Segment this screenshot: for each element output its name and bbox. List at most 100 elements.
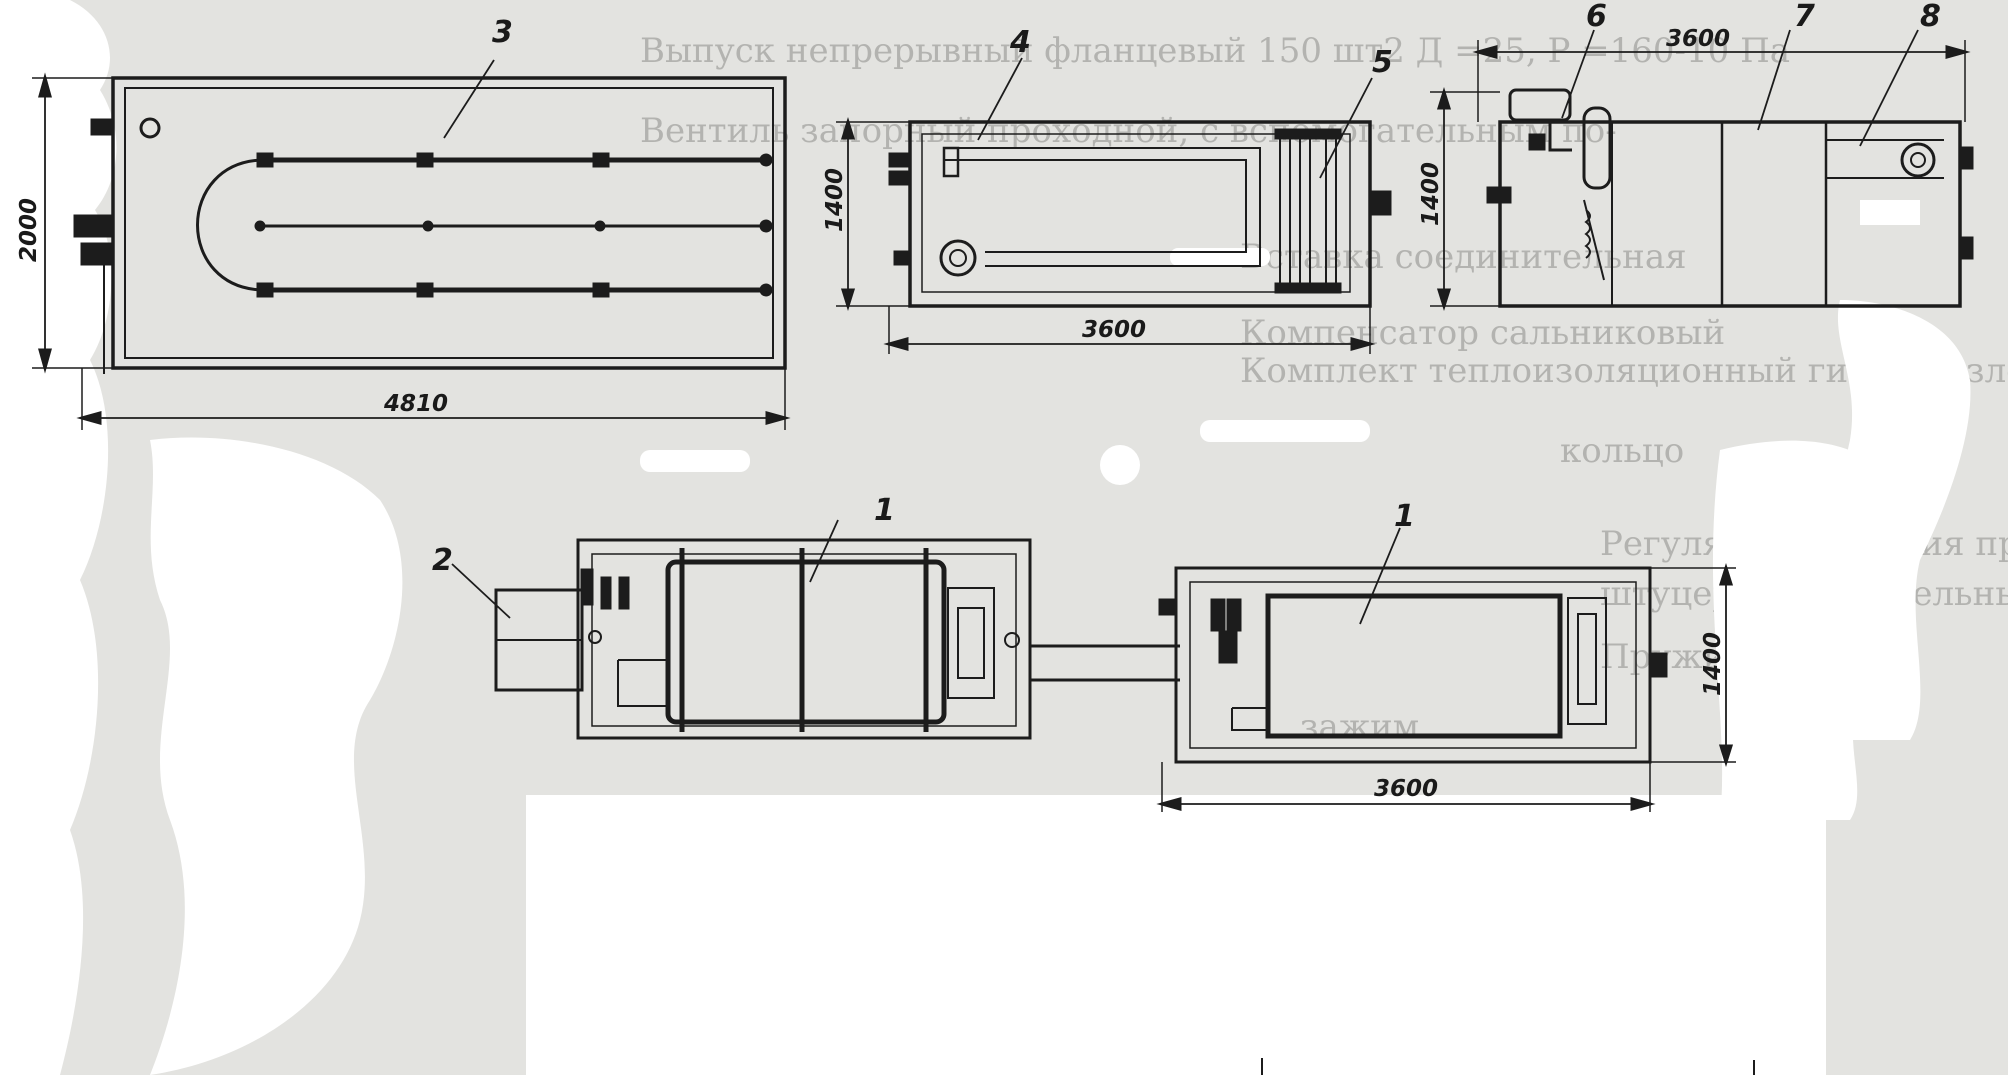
- dimension-label: 3600: [1082, 317, 1146, 343]
- top-right-elevation-view: [1430, 29, 1974, 312]
- heater-tube-bend: [196, 158, 266, 292]
- drain-hole-icon: [139, 117, 161, 139]
- nozzle: [893, 250, 912, 266]
- dim-arrow: [1350, 337, 1376, 351]
- bottom-right-plan-view: [1156, 527, 1736, 812]
- nozzle: [888, 152, 912, 168]
- dimension-label: 4810: [383, 391, 448, 417]
- dim-arrow: [1156, 797, 1182, 811]
- connector: [600, 576, 612, 610]
- dimension-label: 2000: [16, 198, 42, 262]
- coil-header: [942, 146, 960, 178]
- tube-end: [759, 283, 773, 297]
- inner-frame: [1189, 581, 1637, 749]
- connector: [1218, 630, 1238, 664]
- dim-arrow: [1718, 744, 1734, 768]
- inlet-nozzle: [73, 214, 115, 238]
- bottom-left-plan-view: [451, 519, 1180, 740]
- callout-number: 5: [1372, 45, 1393, 80]
- item-1-block: [665, 559, 947, 725]
- top-middle-section-view: [836, 57, 1392, 354]
- leader-line: [1757, 29, 1791, 131]
- connector: [1210, 598, 1226, 632]
- tube-node: [594, 220, 606, 232]
- bg-text-line-1: Выпуск непрерывный фланцевый 150 шт2 Д =…: [640, 31, 1790, 71]
- pipe-run: [1231, 707, 1268, 731]
- item-6-cylinder: [1582, 106, 1612, 190]
- callout-number: 4: [1009, 25, 1031, 60]
- connector: [1226, 598, 1242, 632]
- item-7-housing: [1720, 120, 1828, 308]
- top-left-plan-view: [32, 59, 791, 430]
- dim-arrow: [38, 72, 52, 98]
- coil-return-bend: [939, 239, 977, 277]
- item-8-bend: [1910, 152, 1926, 168]
- bg-text-line-8: зажим: [1300, 707, 1419, 747]
- side-chamber: [957, 607, 985, 679]
- item-6-stem: [1583, 199, 1605, 281]
- callout-number: 8: [1920, 0, 1941, 34]
- nozzle: [1368, 190, 1392, 216]
- dimension-label: 1400: [1700, 632, 1726, 696]
- item-6-valve-head: [1508, 88, 1572, 122]
- callout-number: 1: [1394, 499, 1415, 534]
- bg-text-line-10: кольцо: [1560, 431, 1684, 471]
- coil-return-bend: [949, 249, 967, 267]
- nozzle: [1486, 186, 1512, 204]
- post-cap: [1274, 282, 1342, 294]
- post-cap: [1274, 128, 1342, 140]
- support-clamp: [592, 152, 610, 168]
- edge-marks: [1261, 1058, 1755, 1075]
- item-6-pipe: [1548, 120, 1572, 152]
- fitting-icon: [588, 630, 602, 644]
- leader-line: [977, 57, 1023, 141]
- callout-number: 2: [432, 543, 453, 578]
- callout-number: 7: [1794, 0, 1815, 34]
- side-chamber: [1567, 597, 1607, 725]
- item-1-block: [1265, 593, 1563, 739]
- bg-text-line-2: Вентиль запорный проходной, с вспомогате…: [640, 111, 1617, 151]
- callout-number: 1: [874, 493, 895, 528]
- fitting-icon: [1004, 632, 1020, 648]
- coil-loop: [945, 159, 1247, 253]
- support-clamp: [416, 152, 434, 168]
- nozzle: [1528, 133, 1546, 151]
- side-chamber: [947, 587, 995, 699]
- dimension-label: 1400: [822, 168, 848, 232]
- support-clamp: [416, 282, 434, 298]
- connector: [580, 568, 594, 606]
- side-fitting: [90, 118, 114, 136]
- dim-arrow: [1436, 288, 1452, 312]
- leader-line: [1561, 29, 1595, 119]
- pipe-run: [617, 659, 668, 707]
- nozzle: [1958, 146, 1974, 170]
- dim-arrow: [1630, 797, 1656, 811]
- dimension-label: 3600: [1666, 26, 1730, 52]
- outlet-nozzle: [80, 242, 114, 266]
- nozzle: [1648, 652, 1668, 678]
- blank-label-area: [526, 795, 1826, 1075]
- support-clamp: [256, 152, 274, 168]
- dim-arrow: [1945, 45, 1971, 59]
- callout-number: 6: [1586, 0, 1607, 34]
- dim-arrow: [840, 288, 856, 312]
- dimension-label: 1400: [1418, 162, 1444, 226]
- nozzle: [888, 170, 912, 186]
- nozzle: [1158, 598, 1178, 616]
- leader-line: [1359, 527, 1401, 625]
- leader-line: [443, 59, 495, 139]
- dim-arrow: [840, 116, 856, 140]
- leader-line: [809, 519, 839, 583]
- tank-inner-wall: [124, 87, 774, 359]
- tube-node: [422, 220, 434, 232]
- tube-node: [254, 220, 266, 232]
- side-chamber: [1577, 613, 1597, 705]
- leader-line: [1319, 77, 1373, 179]
- tube-end: [759, 153, 773, 167]
- dim-arrow: [1472, 45, 1498, 59]
- bg-text-line-4: Компенсатор сальниковый: [1240, 313, 1725, 353]
- nozzle: [1958, 236, 1974, 260]
- leader-line: [451, 563, 511, 619]
